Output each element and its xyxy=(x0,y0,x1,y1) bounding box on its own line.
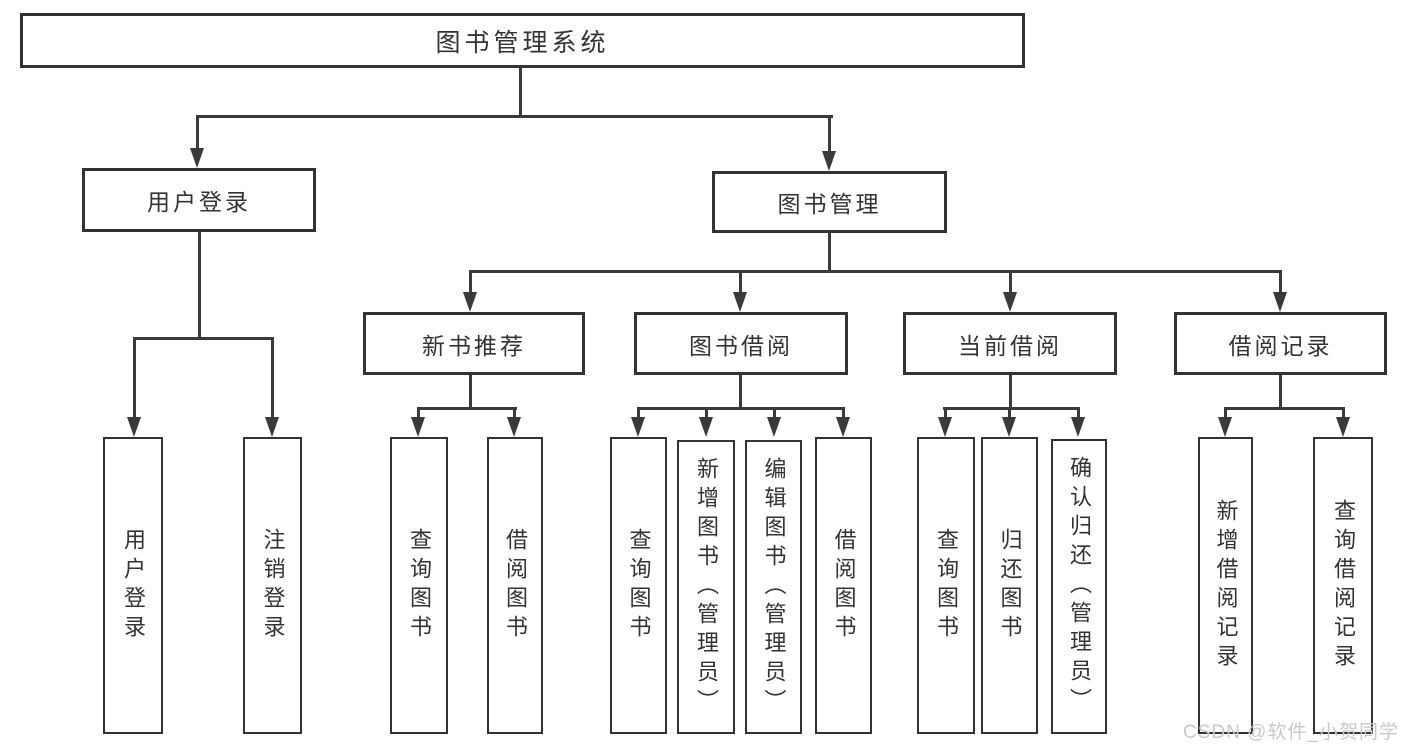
leaf-edit-book-admin: 编辑图书（管理员） xyxy=(745,440,802,734)
arrowhead-logout-leaf xyxy=(265,417,279,437)
edge-to-user-login xyxy=(196,115,199,149)
edge-to-nb-borrow xyxy=(513,407,516,419)
node-user-login: 用户登录 xyxy=(82,168,316,232)
edge-to-logout-leaf xyxy=(271,337,274,419)
arrowhead-cb-query xyxy=(938,417,952,437)
edge-to-login-leaf xyxy=(133,337,136,419)
edge-to-borrow-record xyxy=(1279,270,1282,294)
arrowhead-br-query xyxy=(1336,417,1350,437)
edge-to-current-borrow xyxy=(1009,270,1012,294)
edge-to-nb-query xyxy=(417,407,420,419)
edge-newbook-stem xyxy=(469,375,472,410)
edge-userlogin-bar xyxy=(133,337,274,340)
arrowhead-br-add xyxy=(1218,417,1232,437)
edge-currentborrow-bar xyxy=(943,407,1080,410)
arrowhead-user-login xyxy=(190,148,204,168)
node-new-book-recommend: 新书推荐 xyxy=(363,312,585,375)
edge-borrowrecord-bar xyxy=(1224,407,1345,410)
edge-to-cb-query xyxy=(944,407,947,419)
arrowhead-current-borrow xyxy=(1003,292,1017,312)
edge-bookmgmt-stem xyxy=(828,233,831,273)
arrowhead-nb-query xyxy=(411,417,425,437)
edge-root-bar xyxy=(196,115,833,118)
arrowhead-bb-edit xyxy=(767,417,781,437)
leaf-borrow-books-recommend: 借阅图书 xyxy=(487,437,543,734)
leaf-user-login: 用户登录 xyxy=(103,437,163,734)
node-current-borrowing: 当前借阅 xyxy=(903,312,1117,375)
node-book-borrowing: 图书借阅 xyxy=(634,312,848,375)
node-borrow-records: 借阅记录 xyxy=(1174,312,1387,375)
leaf-add-borrow-record: 新增借阅记录 xyxy=(1198,437,1253,734)
leaf-return-book: 归还图书 xyxy=(981,437,1038,734)
leaf-query-borrow-record: 查询借阅记录 xyxy=(1313,437,1373,734)
arrowhead-nb-borrow xyxy=(507,417,521,437)
edge-userlogin-stem xyxy=(198,232,201,340)
edge-to-bb-add xyxy=(705,407,708,419)
leaf-confirm-return-admin: 确认归还（管理员） xyxy=(1051,439,1107,734)
edge-currentborrow-stem xyxy=(1009,375,1012,410)
leaf-query-books-borrow: 查询图书 xyxy=(610,437,667,734)
edge-to-bb-borrow xyxy=(842,407,845,419)
leaf-query-books-recommend: 查询图书 xyxy=(390,437,448,734)
edge-borrowrecord-stem xyxy=(1279,375,1282,410)
csdn-watermark: CSDN @软件_小贺同学 xyxy=(1183,722,1399,743)
leaf-borrow-books: 借阅图书 xyxy=(815,437,872,734)
edge-to-br-add xyxy=(1224,407,1227,419)
edge-to-new-book xyxy=(469,270,472,294)
edge-to-br-query xyxy=(1342,407,1345,419)
arrowhead-cb-return xyxy=(1002,417,1016,437)
edge-to-bb-query xyxy=(637,407,640,419)
arrowhead-bb-borrow xyxy=(836,417,850,437)
node-library-system: 图书管理系统 xyxy=(20,13,1025,68)
arrowhead-cb-confirm xyxy=(1071,417,1085,437)
edge-newbook-bar xyxy=(417,407,517,410)
arrowhead-login-leaf xyxy=(127,417,141,437)
arrowhead-new-book xyxy=(463,292,477,312)
edge-to-bb-edit xyxy=(773,407,776,419)
edge-to-cb-return xyxy=(1008,407,1011,419)
leaf-query-books-current: 查询图书 xyxy=(917,437,975,734)
edge-to-cb-confirm xyxy=(1077,407,1080,419)
arrowhead-book-mgmt xyxy=(822,151,836,171)
leaf-logout: 注销登录 xyxy=(243,437,302,734)
edge-to-book-borrow xyxy=(739,270,742,294)
edge-bookmgmt-bar xyxy=(469,270,1282,273)
edge-root-stem xyxy=(519,68,522,118)
leaf-add-book-admin: 新增图书（管理员） xyxy=(677,440,735,734)
edge-to-book-mgmt xyxy=(828,115,831,151)
edge-bookborrow-stem xyxy=(739,375,742,410)
arrowhead-borrow-record xyxy=(1273,292,1287,312)
edge-bookborrow-bar xyxy=(637,407,845,410)
arrowhead-book-borrow xyxy=(733,292,747,312)
arrowhead-bb-query xyxy=(631,417,645,437)
arrowhead-bb-add xyxy=(699,417,713,437)
node-book-management: 图书管理 xyxy=(712,171,947,233)
